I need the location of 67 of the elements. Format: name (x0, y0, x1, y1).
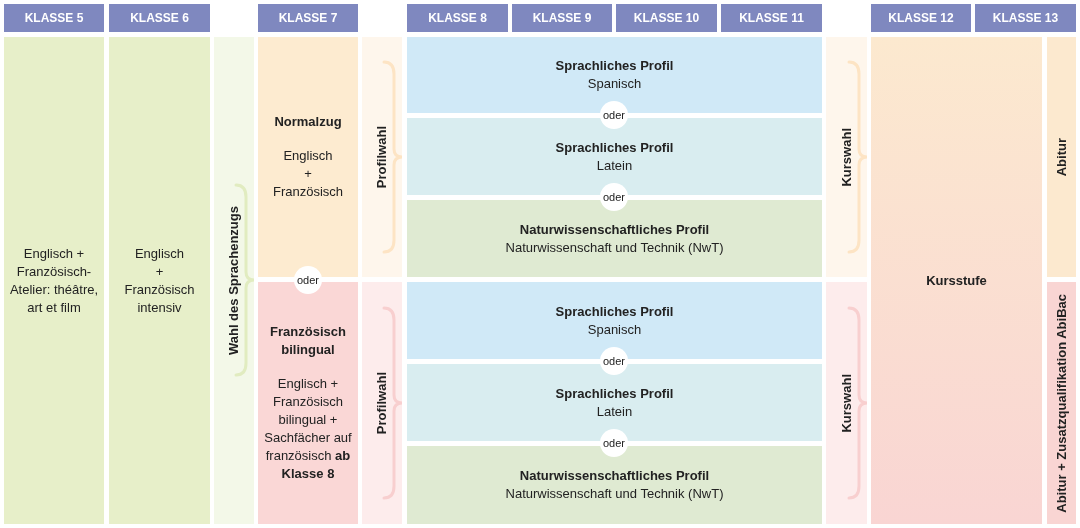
track-title: Französisch bilingual (269, 323, 347, 359)
stage-box (871, 37, 1042, 524)
track-title: Sprachliches Profil (555, 302, 674, 321)
choice-band (362, 37, 402, 277)
choice-band (826, 282, 867, 524)
track-title: Normalzug (274, 113, 342, 131)
choice-band (214, 37, 254, 524)
grade-header (4, 4, 104, 32)
subject-text: Englisch + Französisch intensiv (123, 244, 196, 317)
or-label: oder (603, 190, 625, 205)
track-box (407, 282, 822, 359)
or-label: oder (297, 273, 319, 288)
track-box (258, 282, 358, 524)
choice-label: Profilwahl (373, 371, 390, 435)
grade-label: KLASSE 11 (739, 10, 804, 27)
track-box (407, 118, 822, 195)
or-label: oder (603, 436, 625, 451)
grade-header (258, 4, 358, 32)
subject-text: Spanisch (587, 75, 642, 93)
grade-label: KLASSE 7 (278, 10, 338, 27)
track-box (407, 200, 822, 277)
grade-label: KLASSE 8 (428, 10, 487, 27)
track-box (258, 37, 358, 277)
grade-label: KLASSE 13 (992, 10, 1059, 27)
track-title: Sprachliches Profil (555, 138, 674, 157)
degree-box (1047, 282, 1076, 524)
grade-label: KLASSE 6 (130, 10, 189, 27)
track-title: Naturwissenschaftliches Profil (519, 220, 710, 239)
grade-header (616, 4, 717, 32)
choice-label: Kurswahl (837, 127, 855, 187)
grade-header (871, 4, 971, 32)
subject-text: Englisch + Französisch (271, 147, 345, 201)
choice-label: Wahl des Sprachenzugs (225, 205, 242, 356)
grade-label: KLASSE 5 (24, 10, 84, 27)
grade-header (512, 4, 612, 32)
subject-text: Naturwissenschaft und Technik (NwT) (505, 485, 724, 503)
choice-band (362, 282, 402, 524)
track-box (109, 37, 210, 524)
subject-text: Naturwissenschaft und Technik (NwT) (505, 238, 724, 257)
track-title: Sprachliches Profil (555, 57, 674, 75)
subject-text: Englisch + Französisch bilingual + Sachfächer auf französisch ab Klasse 8 (263, 375, 353, 483)
grade-header (975, 4, 1076, 32)
track-box (407, 364, 822, 441)
grade-label: KLASSE 12 (888, 10, 954, 27)
track-box (4, 37, 104, 524)
degree-label: Abitur (1052, 137, 1070, 177)
choice-label: Kurswahl (837, 373, 855, 433)
grade-header (407, 4, 508, 32)
degree-label: Abitur + Zusatzqualifikation AbiBac (1052, 293, 1070, 513)
subject-text: Latein (596, 156, 633, 175)
stage-label: Kursstufe (926, 271, 987, 290)
track-title: Sprachliches Profil (555, 384, 674, 403)
track-title: Naturwissenschaftliches Profil (519, 467, 710, 485)
choice-label: Profilwahl (373, 125, 390, 189)
subject-text: Latein (596, 402, 633, 421)
grade-header (109, 4, 210, 32)
grade-header (721, 4, 822, 32)
grade-label: KLASSE 10 (633, 10, 700, 27)
track-box (407, 37, 822, 113)
subject-text: Englisch + Französisch-Atelier: théâtre, art et film (8, 244, 100, 317)
degree-box (1047, 37, 1076, 277)
or-label: oder (603, 354, 625, 369)
track-box (407, 446, 822, 524)
subject-text: Spanisch (587, 320, 642, 339)
choice-band (826, 37, 867, 277)
or-label: oder (603, 108, 625, 123)
grade-label: KLASSE 9 (532, 10, 592, 27)
